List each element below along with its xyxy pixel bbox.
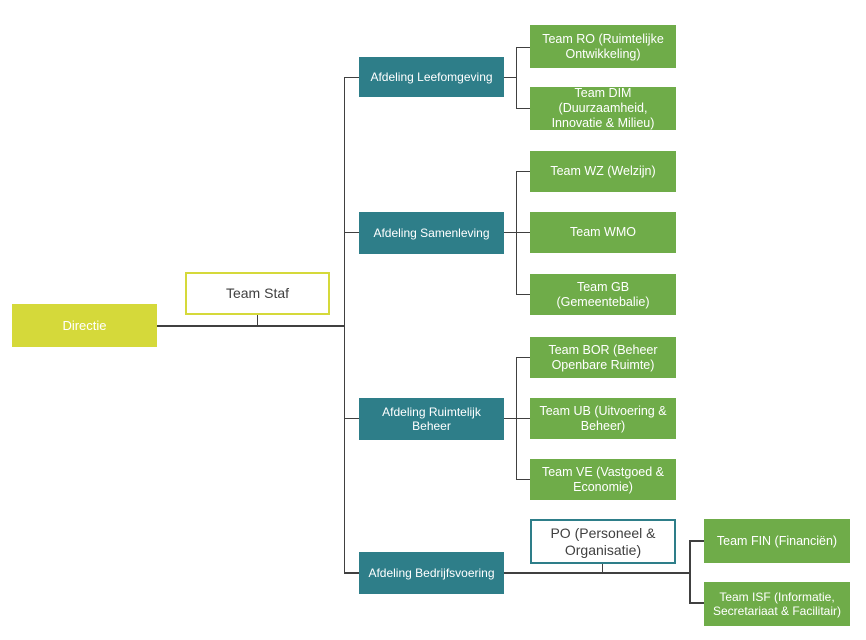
node-afdeling-ruimtelijk-beheer: Afdeling Ruimtelijk Beheer: [359, 398, 504, 440]
connector-po-stub: [602, 564, 603, 573]
node-directie: Directie: [12, 304, 157, 347]
connector-bedrijfsvoering-out: [504, 572, 690, 574]
connector-team-gb: [517, 294, 530, 295]
connector-ruimtelijk-rail: [516, 357, 517, 480]
connector-samenleving-out: [504, 232, 530, 233]
node-team-ro: Team RO (Ruimtelijke Ontwikkeling): [530, 25, 676, 68]
node-team-wz: Team WZ (Welzijn): [530, 151, 676, 192]
node-team-ub: Team UB (Uitvoering & Beheer): [530, 398, 676, 439]
node-team-dim: Team DIM (Duurzaamheid, Innovatie & Mili…: [530, 86, 676, 130]
connector-samenleving-rail: [516, 171, 517, 295]
connector-ruimtelijk-out: [504, 418, 530, 419]
connector-branch-ruimtelijk: [345, 418, 359, 419]
connector-branch-bedrijfsvoering: [345, 572, 359, 574]
node-team-isf: Team ISF (Informatie, Secretariaat & Fac…: [704, 582, 850, 626]
connector-team-fin: [691, 540, 704, 542]
connector-bedrijfsvoering-rail: [689, 540, 691, 604]
connector-directie-spine: [157, 325, 345, 327]
connector-team-isf: [691, 602, 704, 604]
connector-team-ve: [517, 479, 530, 480]
node-team-ve: Team VE (Vastgoed & Economie): [530, 459, 676, 500]
node-afdeling-bedrijfsvoering: Afdeling Bedrijfsvoering: [359, 552, 504, 594]
node-team-staf: Team Staf: [185, 272, 330, 315]
node-team-wmo: Team WMO: [530, 212, 676, 253]
connector-team-ro: [517, 47, 530, 48]
connector-branch-samenleving: [345, 232, 359, 233]
node-team-fin: Team FIN (Financiën): [704, 519, 850, 563]
connector-team-wz: [517, 171, 530, 172]
node-afdeling-leefomgeving: Afdeling Leefomgeving: [359, 57, 504, 97]
node-team-bor: Team BOR (Beheer Openbare Ruimte): [530, 337, 676, 378]
connector-team-staf-stub: [257, 315, 258, 325]
connector-team-bor: [517, 357, 530, 358]
node-afdeling-samenleving: Afdeling Samenleving: [359, 212, 504, 254]
connector-leefomgeving-out: [504, 77, 517, 78]
connector-branch-leefomgeving: [345, 77, 359, 78]
node-po: PO (Personeel & Organisatie): [530, 519, 676, 564]
connector-leefomgeving-rail: [516, 47, 517, 109]
connector-department-spine: [344, 77, 345, 574]
node-team-gb: Team GB (Gemeentebalie): [530, 274, 676, 315]
connector-team-dim: [517, 108, 530, 109]
